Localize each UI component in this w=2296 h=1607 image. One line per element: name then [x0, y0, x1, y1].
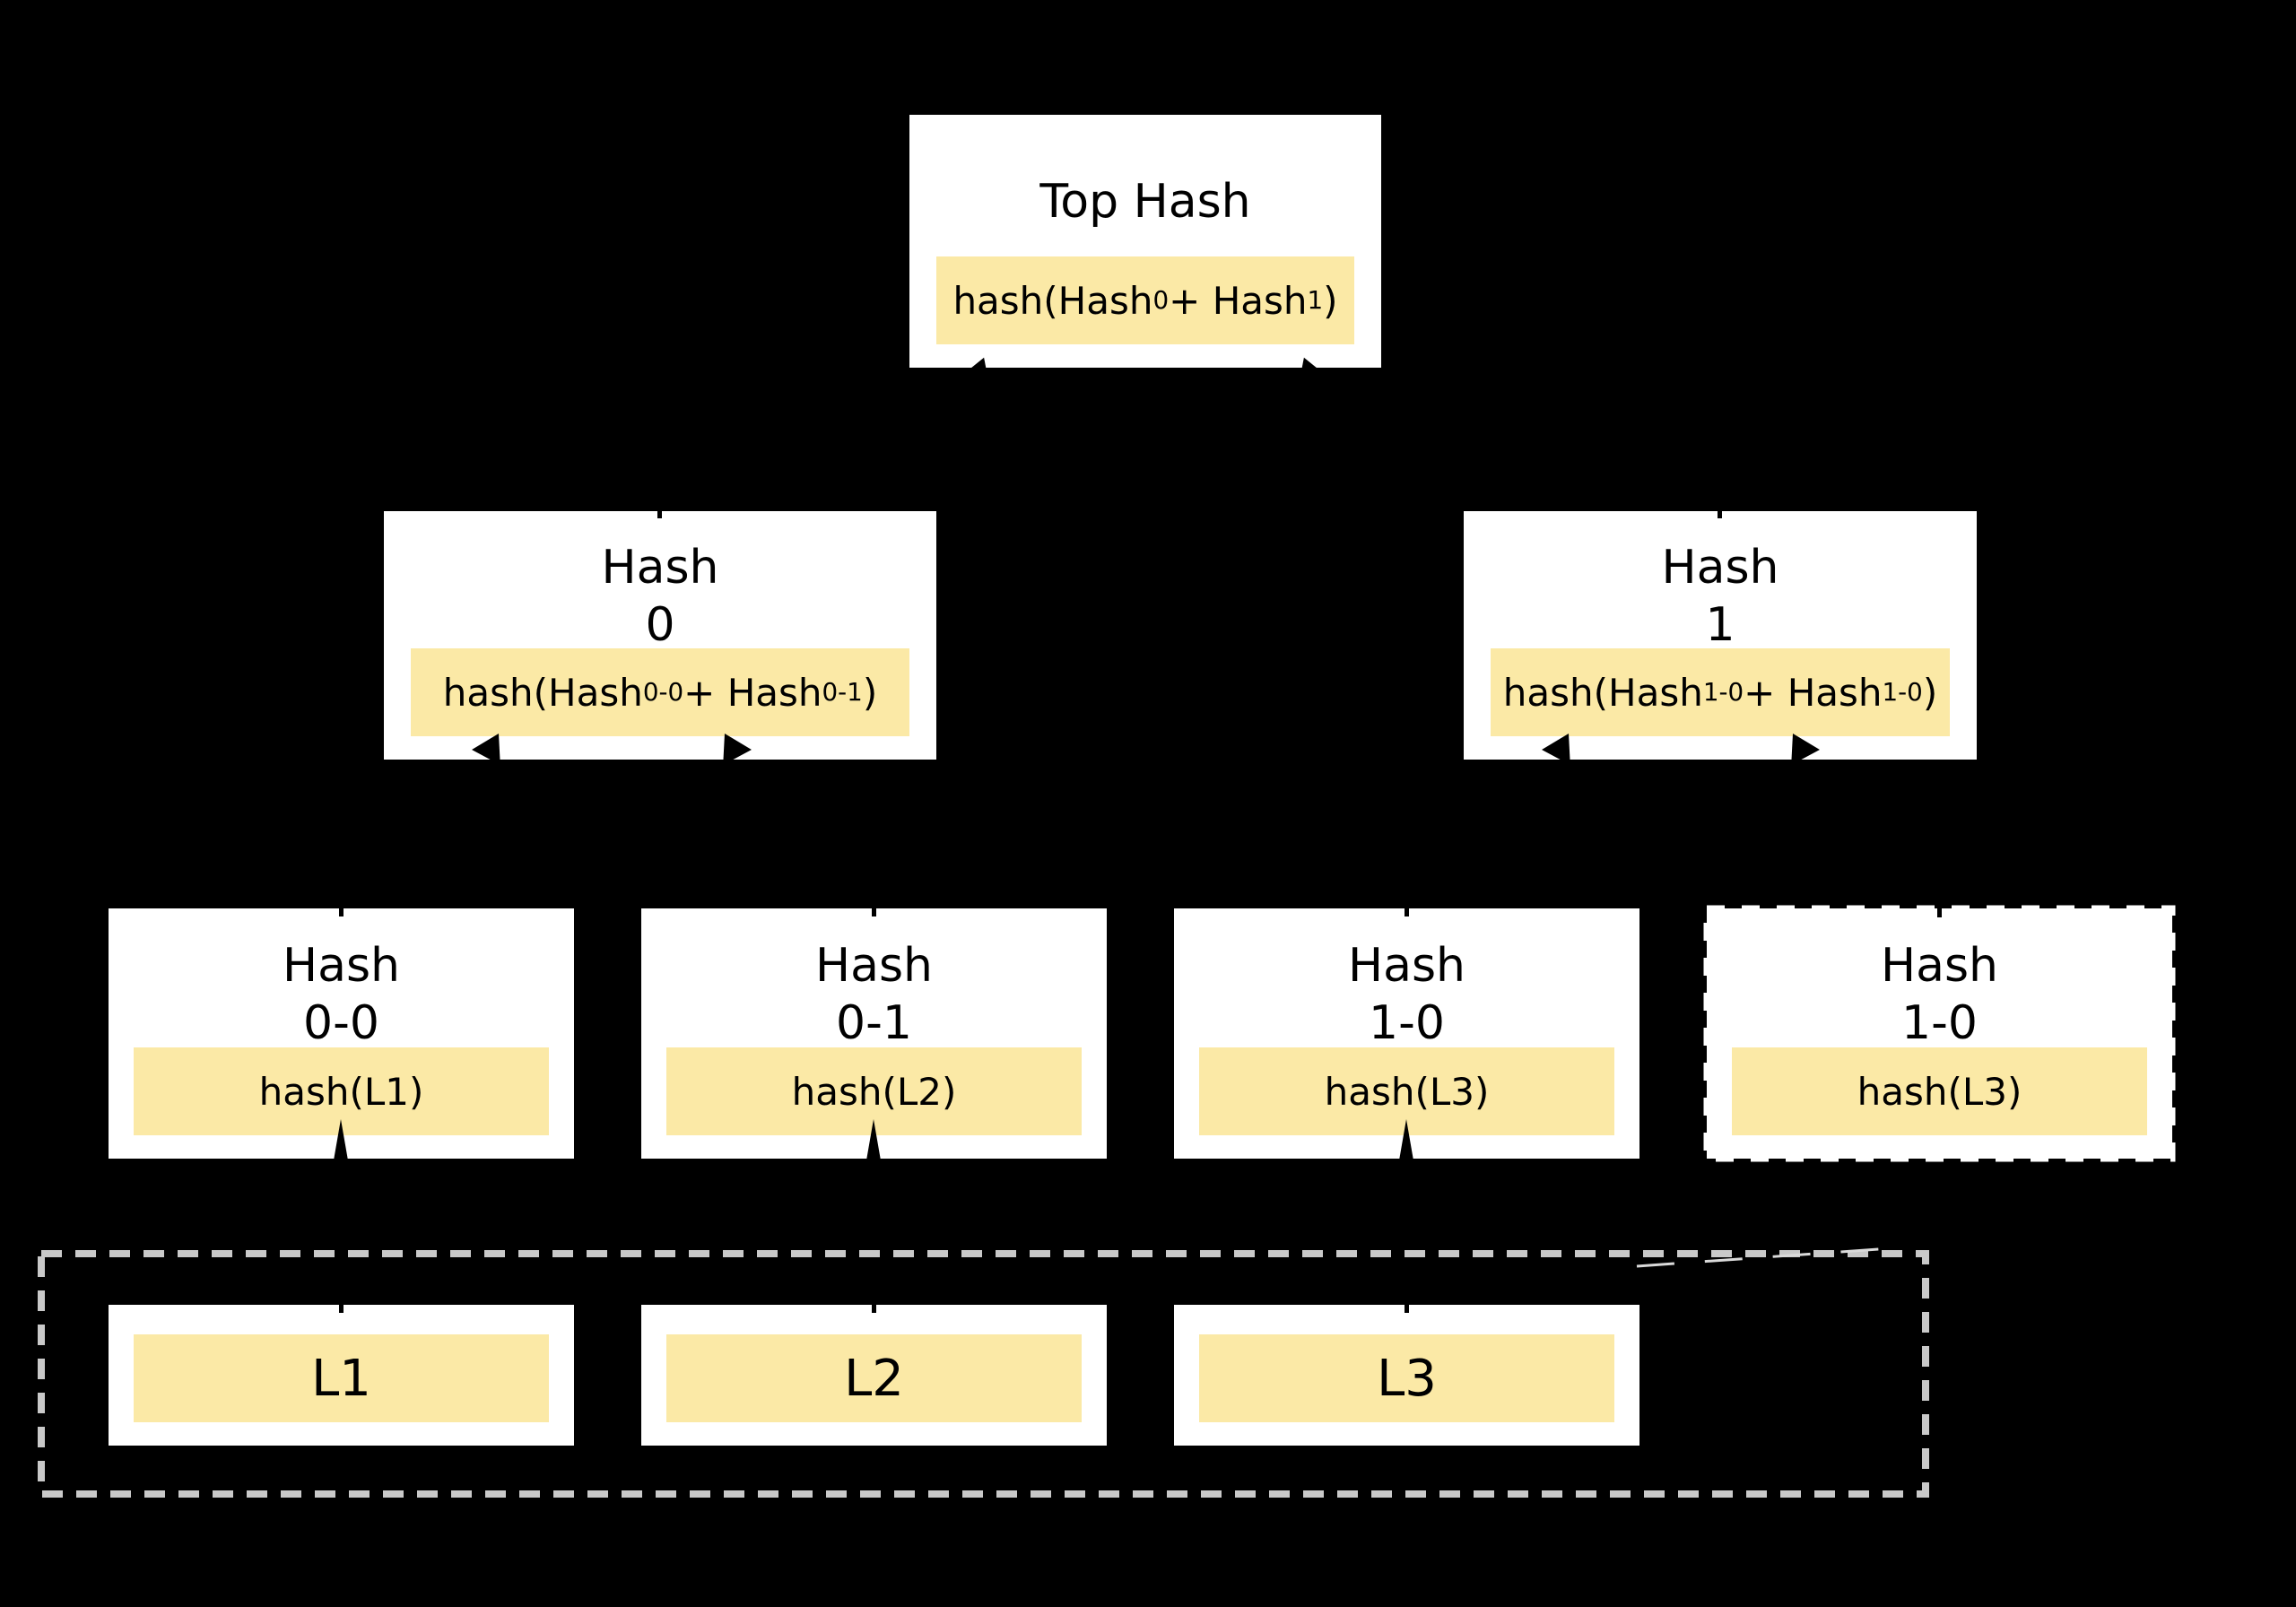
data-block-l1: L1	[109, 1305, 574, 1446]
duplicate-link-dashed-arrow-fragment	[1636, 1246, 1905, 1268]
formula-text: + Hash	[1744, 670, 1883, 715]
formula-text: + Hash	[1169, 278, 1308, 323]
node-hash-0-1: Hash 0-1 hash(L2)	[641, 908, 1107, 1159]
formula-text: + Hash	[683, 670, 822, 715]
node-title-line: Hash	[1347, 938, 1465, 993]
data-block-label: L2	[666, 1334, 1082, 1422]
node-title: Hash 1-0	[1707, 908, 2172, 1064]
node-title-line: Top Hash	[1039, 175, 1251, 229]
node-title-line: Hash	[814, 938, 933, 993]
data-block-l3: L3	[1174, 1305, 1639, 1446]
formula-text: hash(Hash	[952, 278, 1153, 323]
node-title-line: Hash	[601, 540, 719, 595]
formula-text: )	[862, 670, 878, 715]
node-hash-0-0: Hash 0-0 hash(L1)	[109, 908, 574, 1159]
node-title: Hash 0-1	[641, 908, 1107, 1064]
node-title-line: Hash	[1880, 938, 1998, 993]
formula-text: )	[1922, 670, 1938, 715]
node-title-line: 0-1	[836, 995, 912, 1050]
node-title-line: 1-0	[1901, 995, 1978, 1050]
formula-text: )	[1323, 278, 1338, 323]
node-title-line: 1	[1705, 597, 1735, 652]
node-title: Hash 0	[384, 511, 936, 665]
node-title: Hash 1-0	[1174, 908, 1639, 1064]
node-title-line: 1-0	[1369, 995, 1445, 1050]
node-title: Hash 1	[1464, 511, 1977, 665]
formula-text: hash(Hash	[1502, 670, 1703, 715]
data-block-label: L3	[1199, 1334, 1614, 1422]
node-title-line: 0	[645, 597, 675, 652]
data-block-l2: L2	[641, 1305, 1107, 1446]
hash-formula: hash(L3)	[1199, 1047, 1614, 1135]
formula-text: hash(Hash	[442, 670, 643, 715]
node-hash-1-0: Hash 1-0 hash(L3)	[1174, 908, 1639, 1159]
node-title-line: Hash	[1661, 540, 1779, 595]
hash-formula: hash(L2)	[666, 1047, 1082, 1135]
data-block-label: L1	[134, 1334, 549, 1422]
node-title-line: 0-0	[303, 995, 379, 1050]
node-title-line: Hash	[282, 938, 400, 993]
hash-formula: hash(L3)	[1732, 1047, 2147, 1135]
node-hash-1-0-duplicate: Hash 1-0 hash(L3)	[1707, 908, 2172, 1159]
node-title: Hash 0-0	[109, 908, 574, 1064]
hash-formula: hash(L1)	[134, 1047, 549, 1135]
node-title: Top Hash	[909, 115, 1381, 273]
